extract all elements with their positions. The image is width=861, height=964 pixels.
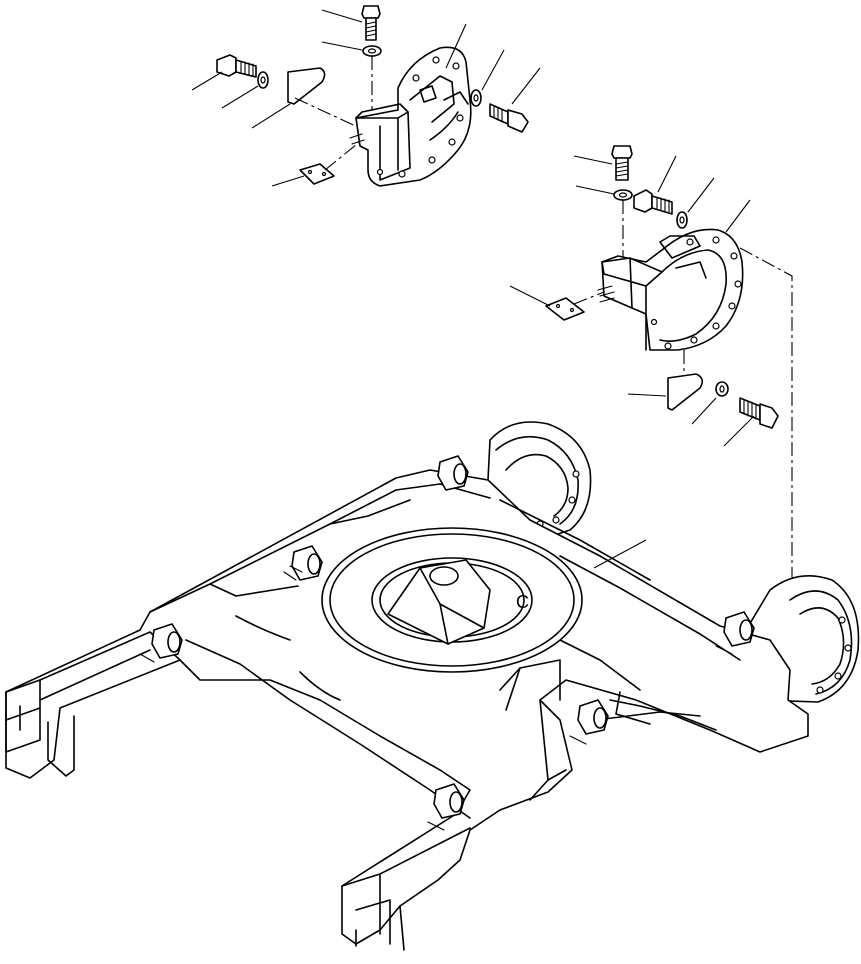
vertical-bolt-right <box>611 145 633 181</box>
front-rail <box>341 827 471 951</box>
roller-boss-2 <box>291 545 323 581</box>
roller-boss-1 <box>437 455 469 491</box>
horizontal-bolt-right-bottom <box>739 397 779 429</box>
roller-boss-4 <box>577 699 609 735</box>
roller-boss-6 <box>723 611 755 647</box>
left-swing-bracket-assembly <box>191 5 541 187</box>
shim-plate-left <box>287 67 326 105</box>
frame-label: C <box>516 592 529 612</box>
horizontal-bolt-left-right <box>489 103 529 133</box>
vertical-bolt-left <box>361 5 381 41</box>
assembly-leader <box>739 247 793 578</box>
swing-bracket-right <box>597 228 744 351</box>
roller-boss-3 <box>151 623 183 659</box>
right-swing-bracket-assembly <box>509 145 779 447</box>
roller-boss-5 <box>433 783 465 819</box>
horizontal-bolt-right <box>633 189 673 215</box>
track-frame: C <box>5 421 860 951</box>
small-plate-right <box>545 297 585 321</box>
shim-plate-right <box>667 373 704 411</box>
horizontal-bolt-left <box>216 54 257 78</box>
swing-circle: C <box>321 527 583 673</box>
swing-bracket-left <box>349 46 472 187</box>
